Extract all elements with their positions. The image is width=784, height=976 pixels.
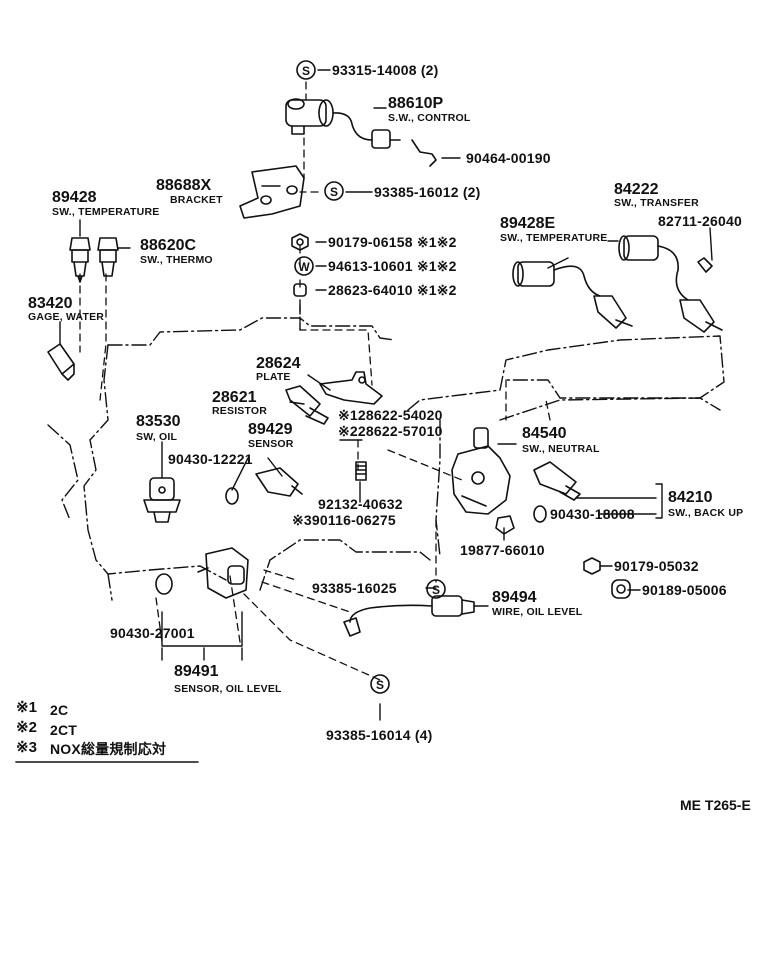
temp-switch-89428e-drawing (512, 261, 633, 329)
oil-level-wire-drawing (343, 595, 475, 637)
part-82711-26040: 82711-26040 (658, 213, 742, 229)
nut-drawing (291, 233, 309, 251)
part-89429-desc: SENSOR (248, 438, 294, 450)
callout-lines (59, 69, 713, 721)
part-89491-number: 89491 (174, 663, 219, 680)
part-88620c-desc: SW., THERMO (140, 254, 213, 266)
oil-level-sensor-drawing (197, 547, 249, 599)
part-90430-18008: 90430-18008 (550, 506, 635, 522)
part-89429-number: 89429 (248, 421, 293, 438)
diagram-code: ME T265-E (680, 797, 751, 813)
part-90430-27001: 90430-27001 (110, 625, 195, 641)
thermo-switch-drawing (97, 237, 119, 277)
part-84210-desc: SW., BACK UP (668, 507, 744, 519)
svg-text:S: S (432, 583, 440, 597)
legend-mark-3: ※3 (16, 739, 37, 756)
part-89428e-number: 89428E (500, 215, 556, 232)
part-88610p-desc: S.W., CONTROL (388, 112, 471, 124)
part-84540-number: 84540 (522, 425, 567, 442)
svg-text:W: W (298, 260, 310, 274)
control-switch-drawing (285, 98, 401, 149)
part-94613-10601: 94613-10601 ※1※2 (328, 258, 457, 274)
part-89428-number: 89428 (52, 189, 97, 206)
washer-drawing: W (294, 256, 314, 276)
temperature-switch-drawing (69, 237, 91, 283)
part-19877-66010: 19877-66010 (460, 542, 545, 558)
part-28623-64010: 28623-64010 ※1※2 (328, 282, 457, 298)
part-89428e-desc: SW., TEMPERATURE (500, 232, 608, 244)
gasket-12221-drawing (225, 487, 239, 505)
nut-05032-drawing (583, 557, 601, 575)
part-28622-54020: ※128622-54020 (338, 407, 443, 423)
part-90189-05006: 90189-05006 (642, 582, 727, 598)
svg-text:S: S (376, 678, 384, 692)
stud-drawing (355, 461, 367, 481)
part-83530-desc: SW, OIL (136, 431, 178, 443)
plug-drawing (293, 283, 307, 297)
screw-symbols: S S S S (296, 60, 446, 694)
part-90179-05032: 90179-05032 (614, 558, 699, 574)
part-93315-14008: 93315-14008 (2) (332, 62, 439, 78)
backup-switch-drawing (533, 461, 581, 501)
part-89494-number: 89494 (492, 589, 537, 606)
part-92132-40632: 92132-40632 (318, 496, 403, 512)
legend-mark-1: ※1 (16, 699, 37, 716)
part-28621-desc: RESISTOR (212, 405, 268, 417)
part-90116-06275: ※390116-06275 (292, 512, 396, 528)
part-28624-number: 28624 (256, 355, 301, 372)
part-93385-16012: 93385-16012 (2) (374, 184, 481, 200)
part-83420-number: 83420 (28, 295, 73, 312)
svg-text:S: S (330, 185, 338, 199)
part-88688x-number: 88688X (156, 177, 212, 194)
oil-switch-drawing (143, 477, 181, 523)
legend-text-3: NOX総量規制応対 (50, 741, 167, 757)
plug-05006-drawing (611, 579, 631, 599)
engine-outline (47, 299, 725, 601)
legend-mark-2: ※2 (16, 719, 37, 736)
part-28624-desc: PLATE (256, 371, 291, 383)
part-90464-00190: 90464-00190 (466, 150, 551, 166)
legend-text-1: 2C (50, 702, 69, 718)
plate-drawing (319, 371, 383, 405)
part-84222-number: 84222 (614, 181, 659, 198)
part-84210-number: 84210 (668, 489, 713, 506)
sensor-89429-drawing (255, 467, 303, 497)
part-84222-desc: SW., TRANSFER (614, 197, 699, 209)
part-93385-16025: 93385-16025 (312, 580, 397, 596)
svg-text:S: S (302, 64, 310, 78)
part-88620c-number: 88620C (140, 237, 197, 254)
water-gage-drawing (47, 343, 75, 381)
resistor-drawing (285, 385, 329, 425)
bracket-drawing (239, 165, 305, 219)
part-89428-desc: SW., TEMPERATURE (52, 206, 160, 218)
part-83530-number: 83530 (136, 413, 181, 430)
part-28621-number: 28621 (212, 389, 257, 406)
part-83420-desc: GAGE, WATER (28, 311, 105, 323)
transfer-switch-drawing (618, 235, 723, 333)
clip-drawing (411, 139, 437, 167)
part-90430-12221: 90430-12221 (168, 451, 253, 467)
gasket-18008-drawing (533, 505, 547, 523)
part-89491-desc: SENSOR, OIL LEVEL (174, 683, 282, 695)
part-89494-desc: WIRE, OIL LEVEL (492, 606, 583, 618)
part-88610p-number: 88610P (388, 95, 444, 112)
grommet-drawing (495, 515, 515, 535)
gasket-27001-drawing (155, 573, 173, 595)
part-93385-16014: 93385-16014 (4) (326, 727, 433, 743)
part-84540-desc: SW., NEUTRAL (522, 443, 600, 455)
part-88688x-desc: BRACKET (170, 194, 223, 206)
leader-lines (79, 81, 551, 681)
part-90179-06158: 90179-06158 ※1※2 (328, 234, 457, 250)
legend-text-2: 2CT (50, 722, 78, 738)
neutral-switch-drawing (451, 427, 511, 515)
part-28622-57010: ※228622-57010 (338, 423, 443, 439)
